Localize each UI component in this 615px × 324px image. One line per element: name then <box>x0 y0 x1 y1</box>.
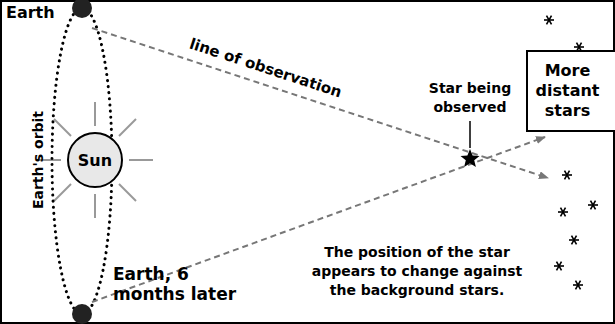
earth-orbit <box>52 8 112 314</box>
leader-line <box>469 121 471 148</box>
observed-star <box>461 149 480 167</box>
sun-circle: Sun <box>67 132 123 188</box>
earth-label: Earth <box>6 3 55 22</box>
earth-later-label: Earth, 6 months later <box>113 264 263 304</box>
observation-line <box>92 28 548 178</box>
note-text: The position of the star appears to chan… <box>306 243 528 300</box>
node-text: More distant stars <box>534 61 601 121</box>
earth-dot <box>72 0 92 18</box>
distant-stars-box: More distant stars <box>526 50 615 132</box>
node-text: Sun <box>78 151 112 170</box>
earth-dot <box>72 304 92 324</box>
star-label: Star being observed <box>412 79 528 117</box>
orbit-label: Earth's orbit <box>30 111 46 209</box>
